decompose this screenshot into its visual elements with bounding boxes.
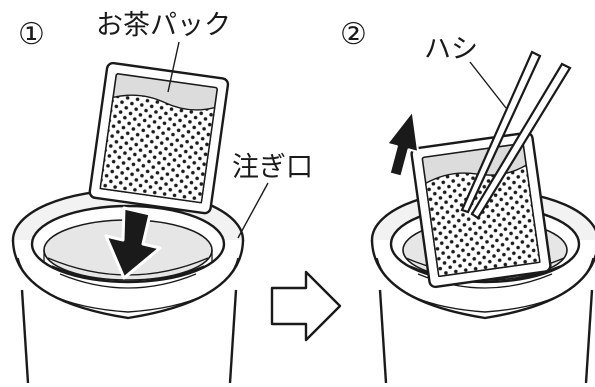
next-step-arrow-icon: [270, 270, 342, 342]
insert-arrow-icon: [104, 206, 162, 280]
step-number-1: ①: [18, 17, 45, 52]
pack-leader-line: [167, 41, 180, 93]
spout-label: 注ぎ口: [232, 152, 313, 183]
step-number-2: ②: [340, 17, 367, 52]
chopsticks: [460, 50, 572, 220]
mouth-leader-line: [237, 182, 269, 239]
tea-pack-label: お茶パック: [96, 10, 231, 41]
lift-arrow-icon: [386, 110, 420, 178]
chopsticks-leader-line: [469, 61, 507, 109]
tea-pack-left: [88, 61, 230, 215]
chopsticks-label: ハシ: [424, 34, 478, 65]
